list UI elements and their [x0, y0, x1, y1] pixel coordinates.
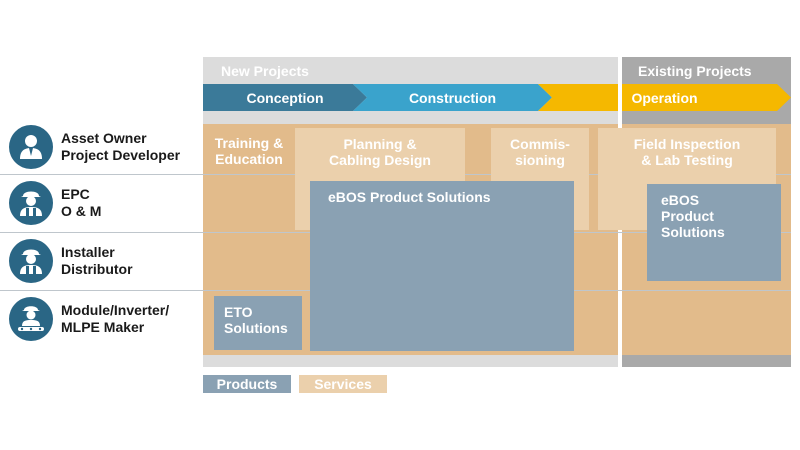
- role-line: Installer: [61, 244, 115, 260]
- role-installer: Installer Distributor: [9, 239, 133, 283]
- ebos-product-solutions-right-box: eBOS Product Solutions: [647, 184, 781, 281]
- eto-solutions-box: ETO Solutions: [214, 296, 302, 350]
- ebos-product-solutions-box: eBOS Product Solutions: [310, 181, 574, 351]
- construction-label: Construction: [408, 89, 497, 106]
- role-module-maker: Module/Inverter/ MLPE Maker: [9, 297, 169, 341]
- conception-label: Conception: [246, 89, 324, 106]
- role-line: Module/Inverter/: [61, 302, 170, 318]
- role-epc: EPC O & M: [9, 181, 101, 225]
- worker-hardhat-icon: [9, 239, 53, 283]
- conception-arrow: [203, 84, 367, 111]
- operation-arrow: [538, 84, 791, 111]
- role-line: Project Developer: [61, 147, 181, 163]
- business-person-icon: [9, 125, 53, 169]
- existing-projects-label: Existing Projects: [638, 63, 752, 79]
- stage-arrows: [203, 84, 791, 111]
- worker-hardhat-icon: [9, 181, 53, 225]
- construction-arrow: [353, 84, 552, 111]
- factory-worker-icon: [9, 297, 53, 341]
- operation-label: Operation: [631, 89, 698, 106]
- role-line: Asset Owner: [61, 130, 147, 146]
- role-line: O & M: [61, 203, 102, 219]
- new-projects-label: New Projects: [221, 63, 309, 79]
- legend-products: Products: [203, 375, 291, 393]
- role-asset-owner: Asset Owner Project Developer: [9, 125, 180, 169]
- role-line: MLPE Maker: [61, 319, 145, 335]
- role-line: EPC: [61, 186, 90, 202]
- role-line: Distributor: [61, 261, 133, 277]
- training-education-box: Training & Education: [214, 135, 284, 167]
- legend-services: Services: [299, 375, 387, 393]
